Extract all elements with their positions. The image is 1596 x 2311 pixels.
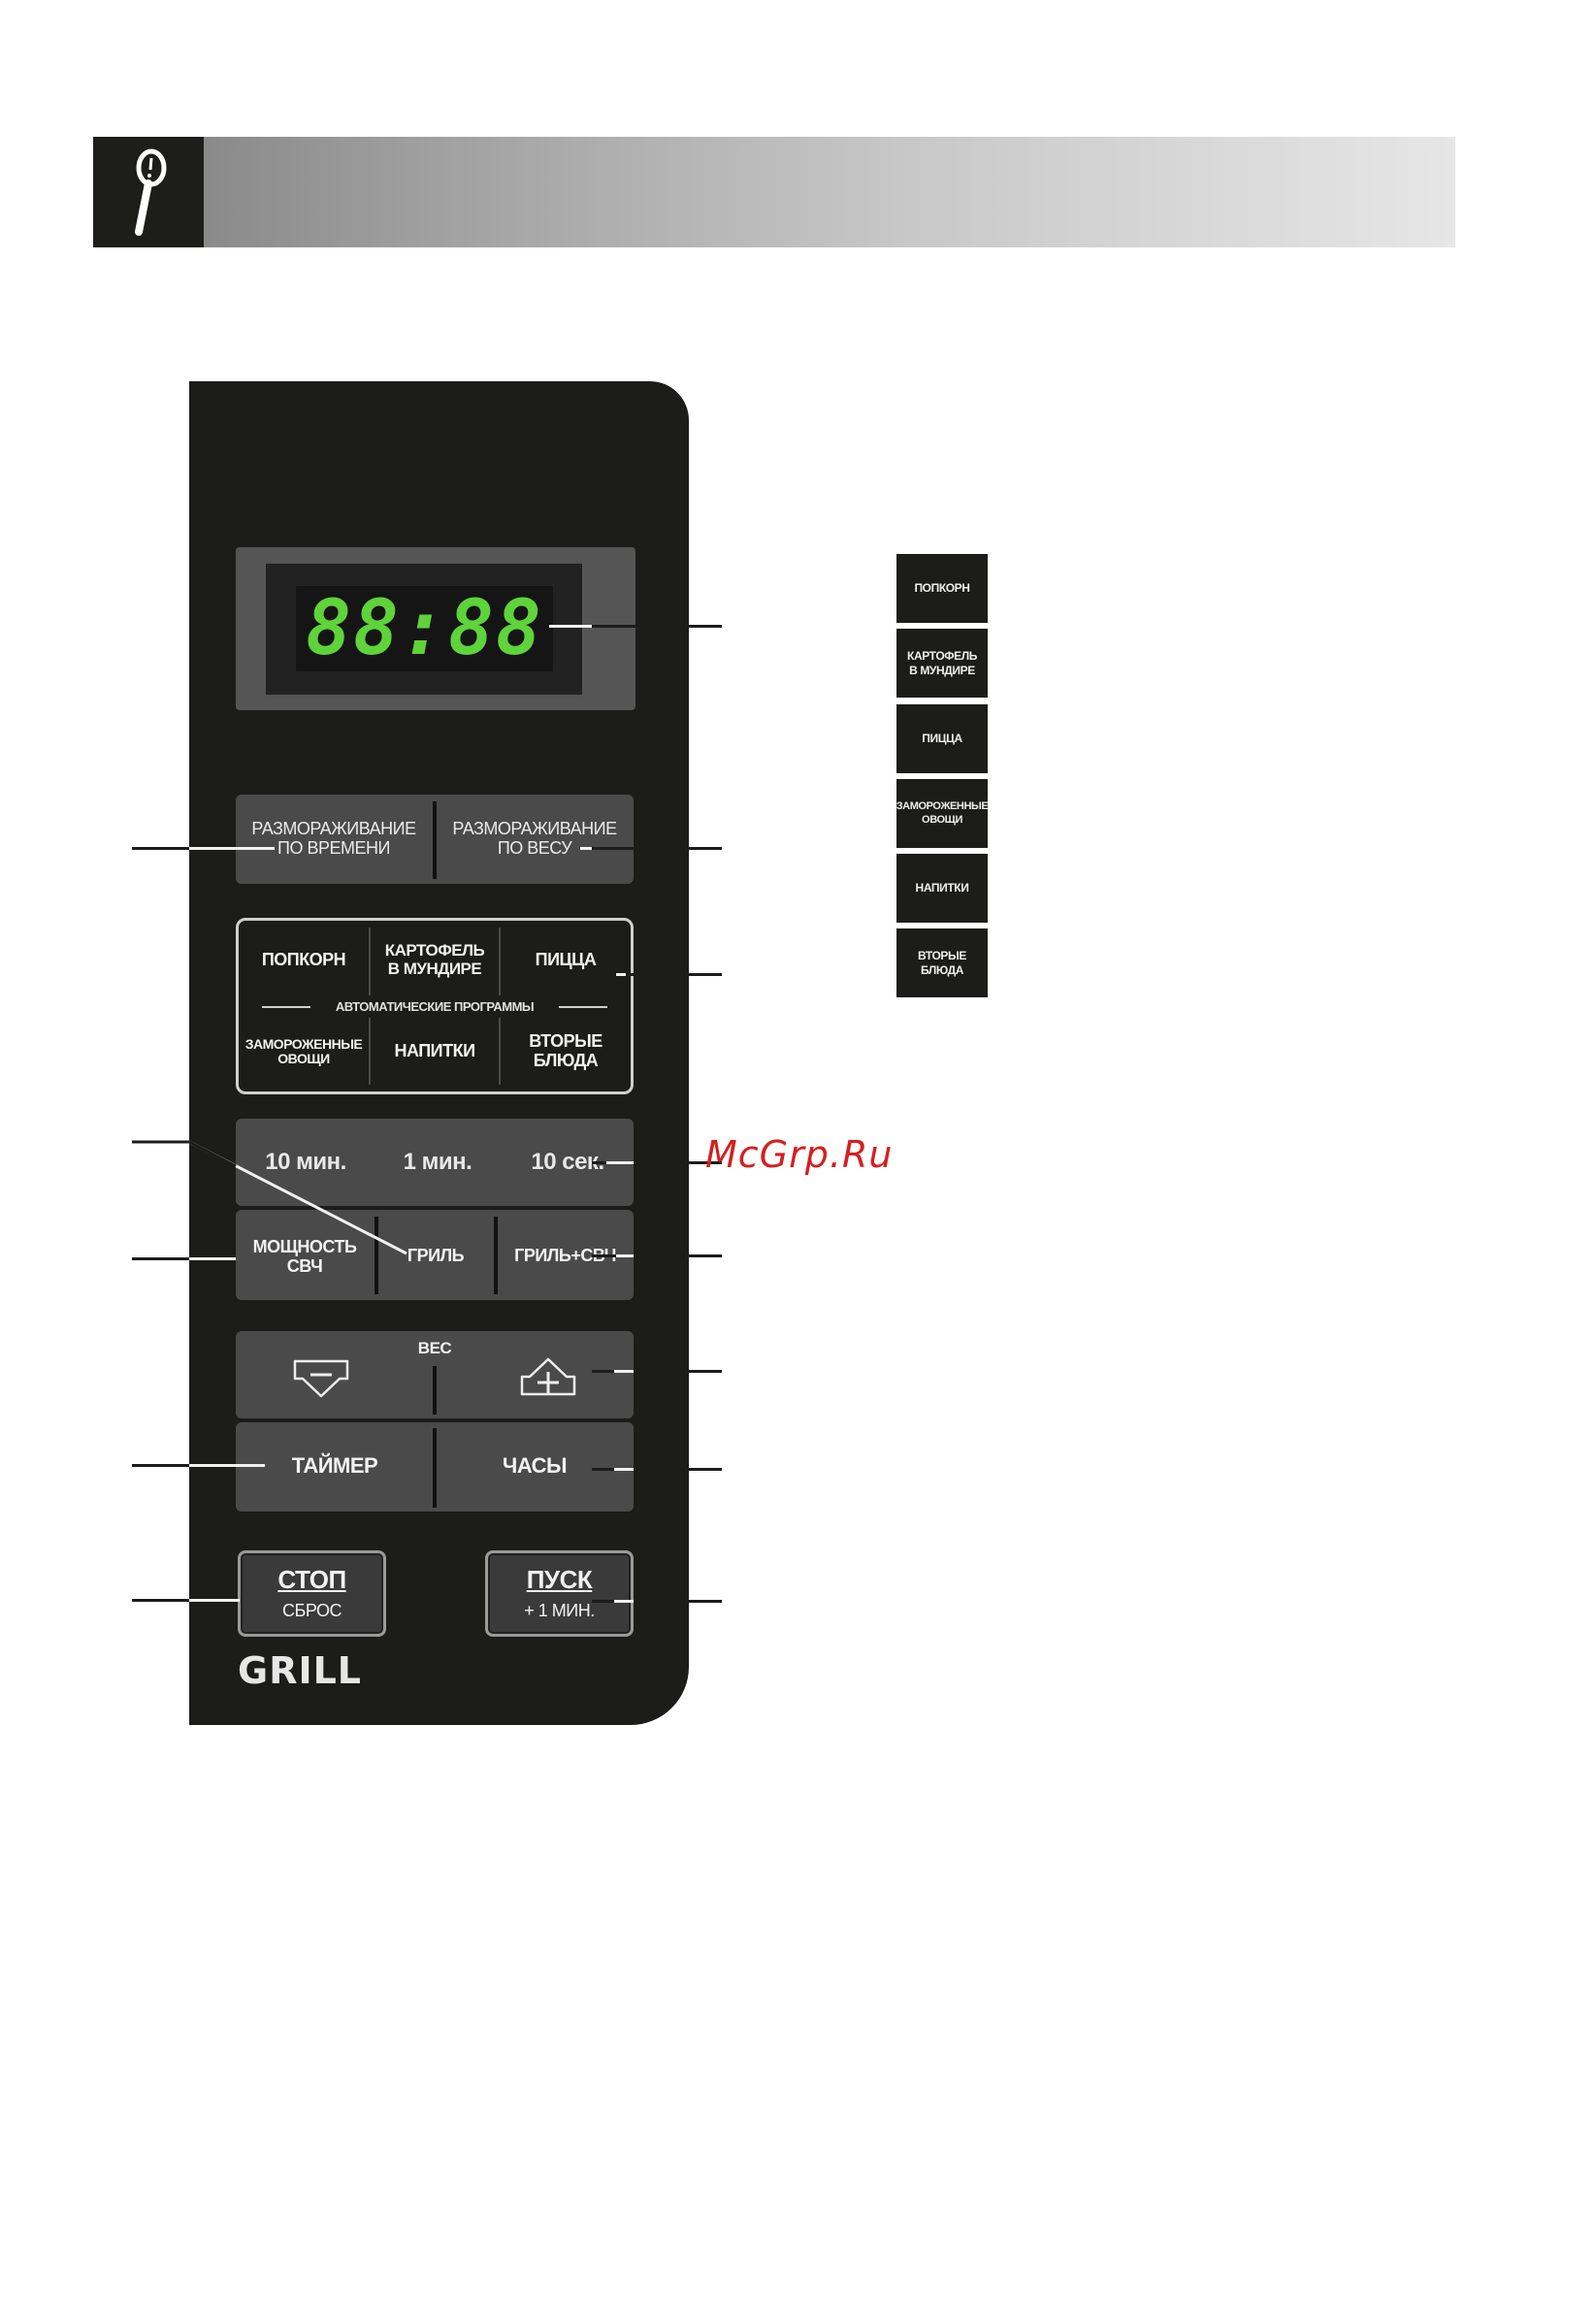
defrost-by-time-button[interactable]: РАЗМОРАЖИВАНИЕ ПО ВРЕМЕНИ [251, 819, 416, 858]
leader-line [132, 1599, 189, 1602]
divider [433, 1428, 437, 1508]
plus-one-minute-label: + 1 МИН. [524, 1601, 595, 1621]
divider [499, 928, 501, 995]
start-label: ПУСК [526, 1564, 593, 1594]
leader-line [189, 1257, 236, 1260]
leader-line [616, 1254, 634, 1257]
leader-line [592, 625, 722, 628]
leader-line [592, 847, 722, 850]
leader-line [580, 847, 592, 850]
popcorn-tile: ПОПКОРН [896, 554, 988, 623]
watermark: McGrp.Ru [705, 1133, 894, 1176]
pizza-tile: ПИЦЦА [896, 704, 988, 773]
divider [369, 928, 371, 995]
pizza-button[interactable]: ПИЦЦА [535, 950, 597, 970]
leader-line [592, 1161, 722, 1164]
display: 88:88 [296, 585, 553, 672]
divider [499, 1017, 501, 1085]
timer-button[interactable]: ТАЙМЕР [291, 1452, 378, 1478]
main-dishes-button[interactable]: ВТОРЫЕ БЛЮДА [529, 1031, 603, 1070]
start-button[interactable] [485, 1550, 634, 1637]
leader-line [592, 1468, 722, 1471]
divider [375, 1217, 378, 1294]
divider [494, 1217, 498, 1294]
weight-decrease-icon[interactable] [287, 1353, 355, 1404]
clock-button[interactable]: ЧАСЫ [502, 1452, 568, 1478]
potato-tile: КАРТОФЕЛЬ В МУНДИРЕ [896, 629, 988, 698]
frozen-vegetables-tile: ЗАМОРОЖЕННЫЕ ОВОЩИ [896, 779, 989, 848]
leader-line [616, 973, 626, 976]
leader-line [592, 973, 722, 976]
drinks-tile: НАПИТКИ [896, 854, 988, 923]
leader-line [614, 1600, 634, 1603]
potato-button[interactable]: КАРТОФЕЛЬ В МУНДИРЕ [384, 941, 485, 978]
defrost-by-weight-button[interactable]: РАЗМОРАЖИВАНИЕ ПО ВЕСУ [452, 819, 617, 858]
leader-line [132, 1140, 407, 1255]
stop-reset-button[interactable] [238, 1550, 386, 1637]
leader-line [614, 1468, 634, 1471]
divider [433, 801, 437, 879]
microwave-power-button[interactable]: МОЩНОСТЬ СВЧ [252, 1237, 357, 1276]
info-icon [93, 137, 204, 247]
divider [369, 1017, 371, 1085]
leader-line [189, 1464, 265, 1467]
header-bar [93, 137, 1455, 247]
leader-line [132, 847, 189, 850]
leader-line [132, 1257, 189, 1260]
drinks-button[interactable]: НАПИТКИ [394, 1041, 475, 1061]
leader-line [592, 1600, 722, 1603]
grill-microwave-button[interactable]: ГРИЛЬ+СВЧ [514, 1246, 616, 1266]
leader-line [606, 1161, 634, 1164]
leader-line [189, 847, 275, 850]
weight-label: ВЕС [417, 1338, 452, 1357]
weight-increase-icon[interactable] [514, 1351, 582, 1402]
one-minute-button[interactable]: 1 мин. [403, 1148, 472, 1175]
leader-line [189, 1599, 240, 1602]
leader-line [592, 1370, 722, 1373]
mode-buttons-area [236, 1210, 634, 1300]
leader-line [592, 847, 596, 850]
time-buttons-area [236, 1119, 634, 1206]
grill-button[interactable]: ГРИЛЬ [407, 1246, 465, 1266]
reset-label: СБРОС [282, 1601, 342, 1621]
leader-line [614, 1370, 634, 1373]
leader-line [592, 1254, 722, 1257]
popcorn-button[interactable]: ПОПКОРН [261, 950, 346, 970]
brand-logo: GRILL [238, 1649, 363, 1692]
auto-programs-title: АВТОМАТИЧЕСКИЕ ПРОГРАММЫ [310, 996, 559, 1018]
stop-label: СТОП [277, 1564, 346, 1594]
frozen-vegetables-button[interactable]: ЗАМОРОЖЕННЫЕ ОВОЩИ [244, 1035, 363, 1066]
display-digits: 88:88 [306, 585, 543, 672]
divider [433, 1366, 437, 1415]
leader-line [132, 1464, 189, 1467]
ten-minutes-button[interactable]: 10 мин. [265, 1148, 346, 1175]
main-dishes-tile: ВТОРЫЕ БЛЮДА [896, 928, 988, 997]
